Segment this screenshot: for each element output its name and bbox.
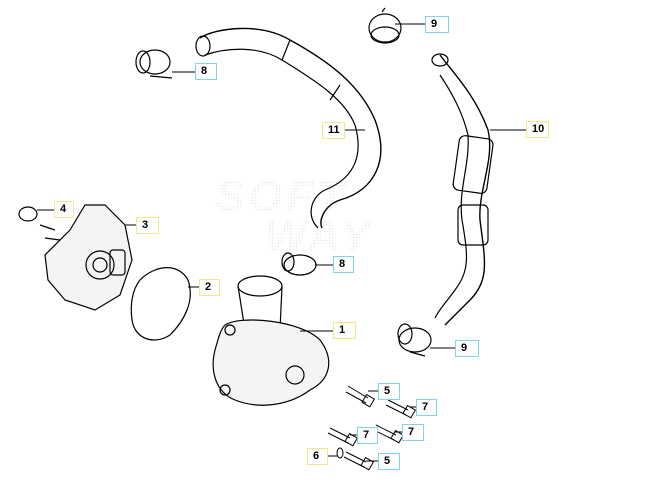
callout-9-bottom[interactable]: 9 — [455, 340, 479, 357]
watermark-way: WAY — [265, 212, 374, 261]
callout-7-a[interactable]: 7 — [416, 399, 437, 416]
watermark-soft: SOFT — [215, 172, 349, 221]
gasket-2 — [130, 267, 191, 341]
callout-11[interactable]: 11 — [322, 122, 345, 139]
callout-7-c[interactable]: 7 — [402, 424, 424, 441]
callout-10[interactable]: 10 — [526, 121, 549, 138]
pump-cover-3 — [39, 204, 133, 311]
clamp-8-top — [135, 49, 173, 79]
callout-8[interactable]: 8 — [195, 63, 217, 80]
o-ring-4 — [18, 206, 38, 222]
callout-5[interactable]: 5 — [378, 383, 400, 400]
hose-11 — [195, 27, 382, 229]
hose-10 — [431, 53, 494, 326]
clamp-9-top — [368, 7, 402, 44]
callout-6[interactable]: 6 — [307, 448, 328, 465]
callout-7-b[interactable]: 7 — [357, 427, 378, 444]
water-pump-body-1 — [212, 275, 330, 406]
callout-3[interactable]: 3 — [136, 217, 159, 234]
leader-lines — [37, 23, 527, 462]
callout-1[interactable]: 1 — [333, 322, 356, 339]
callout-4[interactable]: 4 — [54, 201, 74, 218]
callout-5-bottom[interactable]: 5 — [378, 453, 400, 470]
callout-2[interactable]: 2 — [199, 279, 220, 296]
callout-9[interactable]: 9 — [425, 16, 449, 33]
clamp-9-bottom — [397, 323, 432, 357]
callout-8-mid[interactable]: 8 — [333, 256, 354, 273]
clamp-8-mid — [281, 252, 317, 276]
